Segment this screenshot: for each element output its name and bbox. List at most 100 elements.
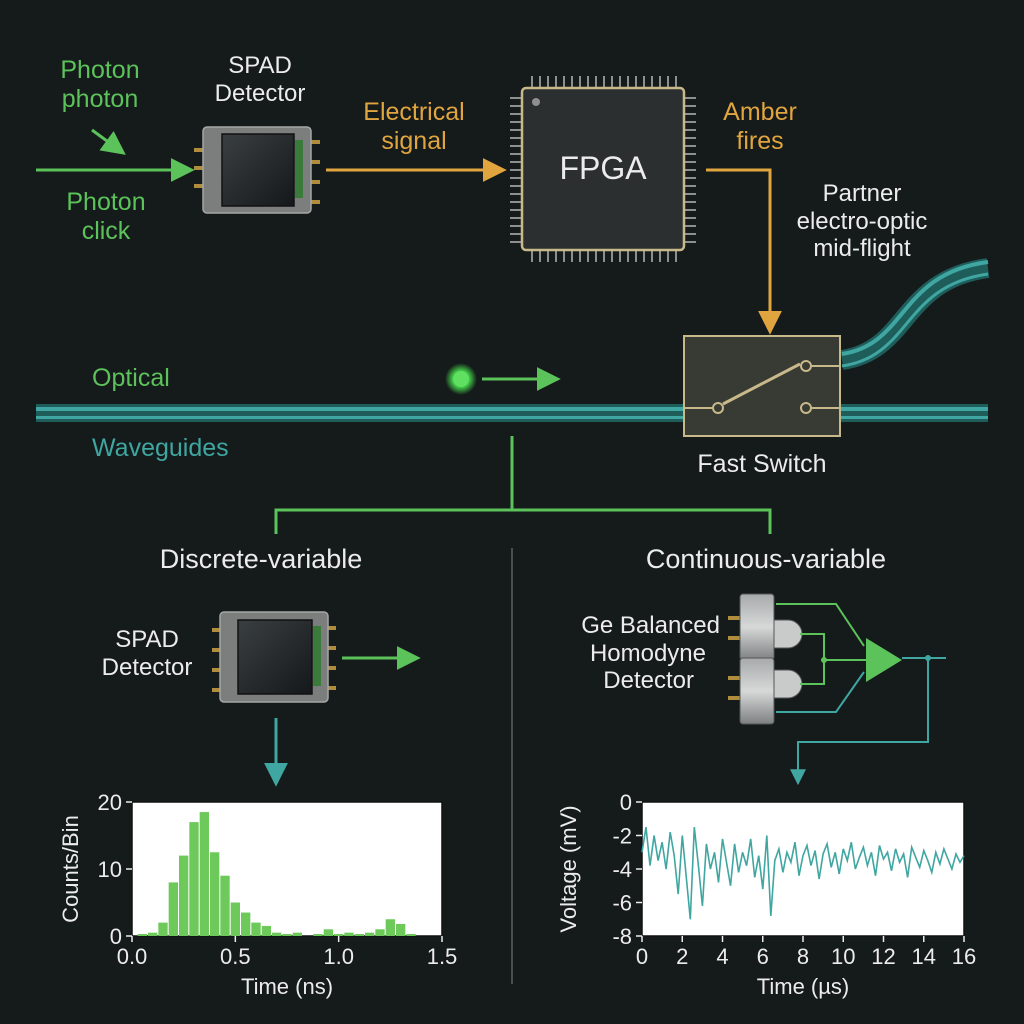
spad-label-lower-line-1: SPAD <box>115 626 179 653</box>
photon-label-line-1: Photon <box>60 56 140 84</box>
histogram-bar <box>313 933 323 936</box>
0-xtick-label: 1.5 <box>427 944 458 969</box>
histogram-bar <box>323 929 333 936</box>
0-xtick-label: 0.5 <box>220 944 251 969</box>
homodyne-line-3: Detector <box>603 667 694 695</box>
1-ytick-label: -8 <box>612 924 632 949</box>
upper-waveguide <box>840 258 990 370</box>
partner-line-1: Partner <box>822 180 902 207</box>
histogram-bar <box>385 919 395 936</box>
histogram-bar <box>375 929 385 936</box>
photon-dot-icon <box>445 363 477 395</box>
spad-chip-icon-lower <box>212 611 336 703</box>
histogram-bar <box>220 875 230 936</box>
1-xtick-label: 6 <box>757 944 769 969</box>
branch-connector <box>274 436 772 534</box>
photodiode-icon-bottom <box>728 657 803 725</box>
spad-label-top-line-2: Detector <box>214 79 306 107</box>
1-xtick-label: 0 <box>636 944 648 969</box>
homodyne-wiring <box>776 603 866 713</box>
0-ylabel: Counts/Bin <box>58 815 83 923</box>
histogram-bar <box>334 933 344 936</box>
1-ylabel: Voltage (mV) <box>556 805 581 932</box>
0-xlabel: Time (ns) <box>241 974 333 999</box>
histogram-bar <box>199 812 209 936</box>
histogram-bar <box>137 933 147 936</box>
homodyne-label: Ge Balanced Homodyne Detector <box>540 612 720 695</box>
histogram-bar <box>406 933 416 936</box>
histogram-bar <box>261 925 271 936</box>
1-xtick-label: 12 <box>871 944 895 969</box>
spad-label-top: SPAD Detector <box>198 52 322 107</box>
spad-label-lower-line-2: Detector <box>101 653 193 681</box>
voltage-trace-line <box>641 826 965 920</box>
amplifier-icon <box>866 638 902 682</box>
0-plot-area <box>131 801 443 937</box>
1-xtick-label: 14 <box>912 944 936 969</box>
histogram-bar <box>158 922 168 936</box>
1-xtick-label: 16 <box>952 944 976 969</box>
homodyne-line-1: Ge Balanced <box>581 612 720 639</box>
histogram-bar <box>354 933 364 936</box>
1-xtick-label: 2 <box>676 944 688 969</box>
waveguides-label: Waveguides <box>92 434 229 462</box>
fast-switch-icon <box>683 335 841 437</box>
0-ytick-label: 10 <box>98 857 122 882</box>
1-plot-area <box>641 801 965 937</box>
partner-line-3: mid-flight <box>813 235 911 263</box>
partner-line-2: electro-optic <box>796 207 928 235</box>
0-xtick-label: 1.0 <box>323 944 354 969</box>
fast-switch-label: Fast Switch <box>697 450 827 478</box>
histogram-bar <box>168 882 178 936</box>
1-xtick-label: 4 <box>716 944 728 969</box>
photon-click-line-1: Photon <box>66 188 146 216</box>
homodyne-line-2: Homodyne <box>589 639 706 667</box>
photon-click-label: Photon click <box>50 188 162 246</box>
histogram-bar <box>292 932 302 936</box>
amber-line-1: Amber <box>723 98 797 126</box>
1-ytick-label: -4 <box>612 857 632 882</box>
electrical-signal-label: Electrical signal <box>350 98 478 156</box>
histogram-bar <box>241 912 251 936</box>
histogram-bar <box>189 822 199 936</box>
1-xtick-label: 10 <box>831 944 855 969</box>
1-ytick-label: -6 <box>612 891 632 916</box>
1-ytick-label: -2 <box>612 824 632 849</box>
partner-label: Partner electro-optic mid-flight <box>776 180 948 263</box>
spad-label-top-line-1: SPAD <box>228 52 292 79</box>
homodyne-output <box>790 655 946 786</box>
histogram-bar <box>230 902 240 936</box>
main-waveguide <box>36 404 988 422</box>
histogram-bar <box>365 932 375 936</box>
histogram-bar <box>148 932 158 936</box>
1-xlabel: Time (µs) <box>757 974 850 999</box>
amber-fire-arrow <box>706 168 782 335</box>
photon-label: Photon photon <box>44 56 156 114</box>
0-ytick-label: 0 <box>110 924 122 949</box>
continuous-variable-heading: Continuous-variable <box>645 544 887 574</box>
photon-label-line-2: photon <box>61 84 139 113</box>
histogram-bar <box>179 855 189 936</box>
histogram-bar <box>344 932 354 936</box>
amber-line-2: fires <box>736 126 784 155</box>
0-xtick-label: 0.0 <box>117 944 148 969</box>
histogram-bar <box>210 852 220 936</box>
1-ytick-label: 0 <box>620 790 632 815</box>
photon-click-line-2: click <box>81 216 131 245</box>
spad-chip-icon <box>194 126 320 214</box>
electrical-line-1: Electrical <box>363 98 465 126</box>
0-ytick-label: 20 <box>98 790 122 815</box>
fpga-label: FPGA <box>559 150 647 186</box>
histogram-bar <box>251 922 261 936</box>
histogram-bar <box>282 933 292 936</box>
histogram-bar <box>272 932 282 936</box>
histogram-bar <box>396 923 406 936</box>
electrical-line-2: signal <box>381 126 447 155</box>
photon-arrows <box>36 128 195 182</box>
1-xtick-label: 8 <box>797 944 809 969</box>
photodiode-icon-top <box>728 593 803 661</box>
